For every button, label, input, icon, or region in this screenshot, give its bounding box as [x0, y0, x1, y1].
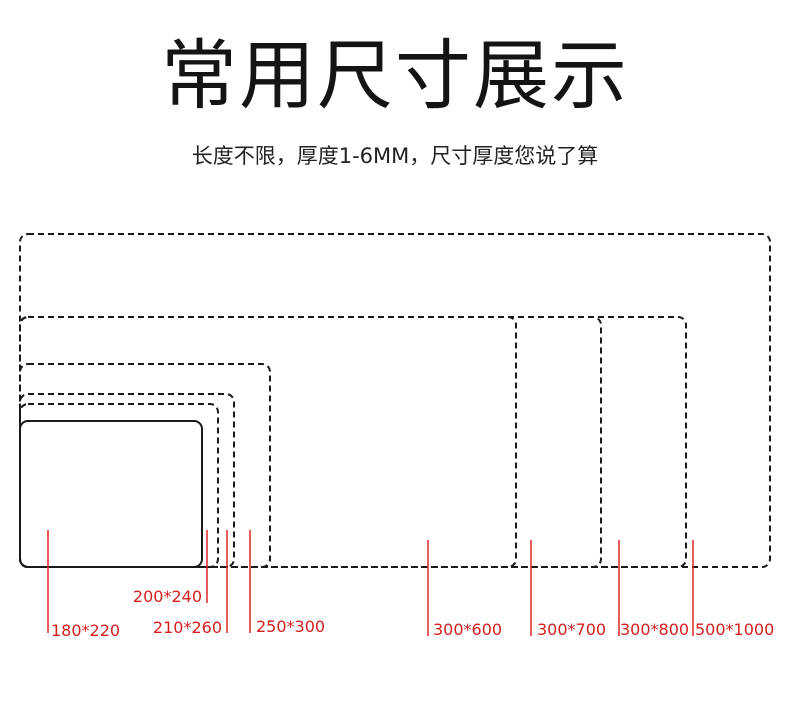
size-label-210x260: 210*260 — [153, 618, 222, 637]
mat-outline-300x700 — [19, 316, 602, 568]
size-label-300x800: 300*800 — [620, 620, 689, 639]
mat-outline-180x220 — [19, 420, 203, 568]
size-label-300x700: 300*700 — [537, 620, 606, 639]
mat-outlines — [19, 233, 771, 568]
size-label-180x220: 180*220 — [51, 621, 120, 640]
mat-outline-250x300 — [19, 363, 271, 568]
mat-outline-300x800 — [19, 316, 687, 568]
size-label-250x300: 250*300 — [256, 617, 325, 636]
page-subtitle: 长度不限，厚度1-6MM，尺寸厚度您说了算 — [191, 144, 599, 168]
size-labels: 180*220 200*240 210*260 250*300 300*600 … — [51, 587, 774, 640]
page-title: 常用尺寸展示 — [161, 31, 629, 120]
mat-outline-300x600 — [19, 316, 517, 568]
size-label-200x240: 200*240 — [133, 587, 202, 606]
mat-outline-200x240 — [19, 403, 219, 568]
mat-outline-500x1000 — [19, 233, 771, 568]
size-label-500x1000: 500*1000 — [695, 620, 774, 639]
size-label-300x600: 300*600 — [433, 620, 502, 639]
size-markers — [47, 530, 694, 636]
